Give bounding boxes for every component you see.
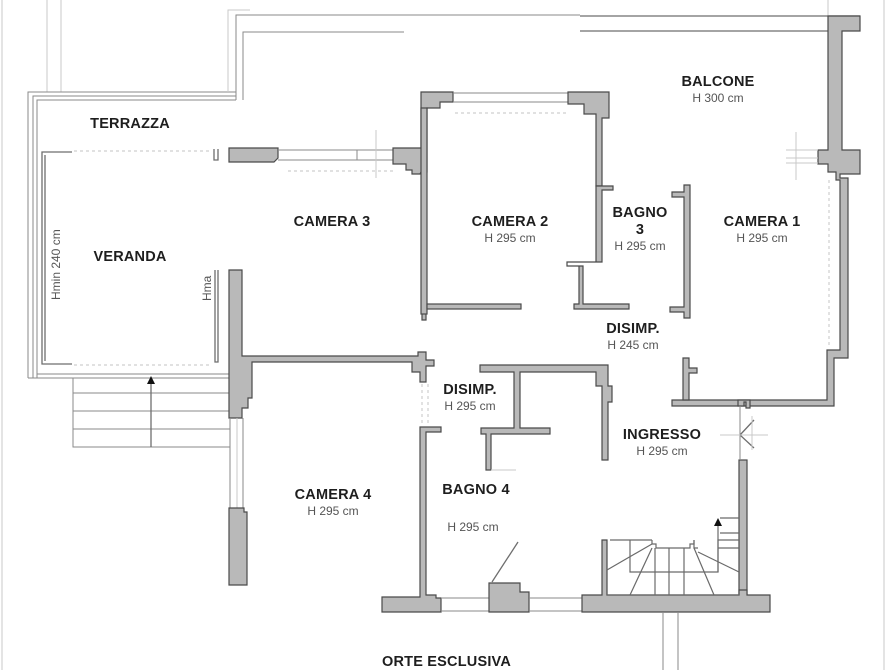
room-name: DISIMP.: [443, 382, 497, 398]
room-height: H 300 cm: [692, 91, 744, 105]
bagno-4-height-text: H 295 cm: [447, 520, 499, 534]
room-label-terrazza: TERRAZZA: [90, 116, 170, 133]
room-height: H 295 cm: [614, 239, 666, 253]
room-height: H 295 cm: [736, 231, 788, 245]
veranda-min-height-label: Hmin 240 cm: [49, 229, 63, 300]
walls: [228, 15, 861, 670]
room-name: CAMERA 2: [471, 214, 549, 230]
room-height: H 295 cm: [444, 399, 496, 413]
room-name: BAGNO 4: [442, 482, 510, 498]
room-height: H 295 cm: [484, 231, 536, 245]
bagno-4-height-label: H 295 cm: [447, 520, 498, 535]
room-height: H 295 cm: [636, 444, 688, 458]
room-name: BAGNO: [612, 205, 668, 221]
veranda-steps: [72, 376, 230, 448]
room-name: INGRESSO: [622, 427, 702, 443]
room-label-disimp-1: DISIMP.H 245 cm: [606, 321, 660, 353]
room-name: 3: [635, 222, 645, 238]
room-label-veranda: VERANDA: [93, 249, 166, 266]
veranda-frame: [41, 149, 219, 366]
terrazza-outline: [27, 9, 580, 379]
room-name: DISIMP.: [606, 321, 660, 337]
room-height: H 245 cm: [607, 338, 659, 352]
room-name: ORTE ESCLUSIVA: [382, 654, 512, 670]
balcone-railing: [580, 0, 860, 32]
room-label-camera-3: CAMERA 3: [294, 214, 371, 231]
room-name: CAMERA 4: [294, 487, 372, 503]
room-name: CAMERA 3: [293, 214, 371, 230]
veranda-max-height-label: Hma: [200, 275, 214, 301]
room-name: BALCONE: [681, 74, 755, 90]
room-name: CAMERA 1: [723, 214, 801, 230]
room-height: H 295 cm: [307, 504, 359, 518]
room-label-disimp-2: DISIMP.H 295 cm: [443, 382, 497, 414]
room-name: VERANDA: [93, 249, 167, 265]
interior-staircase: [606, 517, 740, 596]
room-label-corte: ORTE ESCLUSIVA: [382, 654, 511, 671]
room-name: TERRAZZA: [90, 116, 170, 132]
room-label-bagno-4: BAGNO 4: [442, 482, 509, 499]
